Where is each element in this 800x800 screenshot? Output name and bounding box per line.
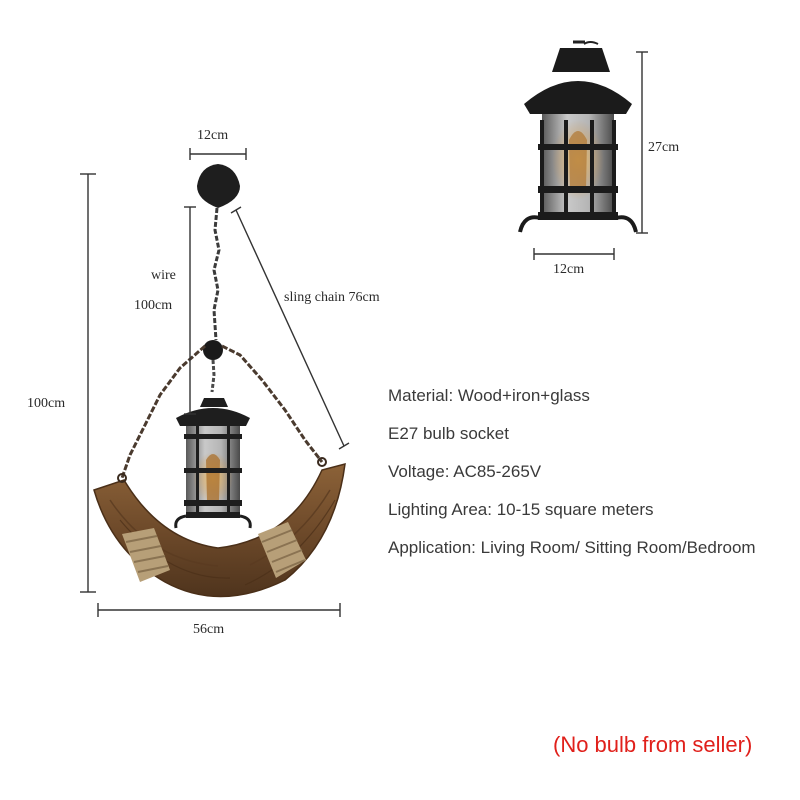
lantern-width-label: 12cm (553, 262, 585, 277)
lantern-drop-chain (210, 359, 216, 393)
spec-application: Application: Living Room/ Sitting Room/B… (388, 538, 756, 557)
rope-wrap-right (258, 522, 306, 578)
rope-wrap-left (122, 528, 170, 582)
small-lantern (174, 398, 252, 529)
dimension-lines (80, 51, 648, 617)
ceiling-canopy (197, 164, 240, 208)
wire-length-label: 100cm (134, 298, 173, 313)
spec-material: Material: Wood+iron+glass (388, 386, 590, 405)
lantern-detail (518, 40, 638, 233)
total-height-label: 100cm (27, 396, 66, 411)
top-mount-width-label: 12cm (197, 128, 229, 143)
product-specs: Material: Wood+iron+glass E27 bulb socke… (388, 380, 756, 570)
spec-voltage: Voltage: AC85-265V (388, 462, 542, 481)
center-chain (212, 207, 221, 341)
main-pendant-lamp (93, 164, 346, 598)
spec-socket: E27 bulb socket (388, 424, 509, 443)
sling-chain-label: sling chain 76cm (284, 290, 380, 305)
wire-label: wire (151, 268, 176, 283)
right-chain (221, 344, 324, 463)
no-bulb-note: (No bulb from seller) (553, 732, 753, 757)
spec-lighting-area: Lighting Area: 10-15 square meters (388, 500, 654, 519)
chain-joint (203, 340, 223, 360)
lantern-height-label: 27cm (648, 140, 680, 155)
left-chain (120, 344, 206, 479)
total-width-label: 56cm (193, 622, 225, 637)
